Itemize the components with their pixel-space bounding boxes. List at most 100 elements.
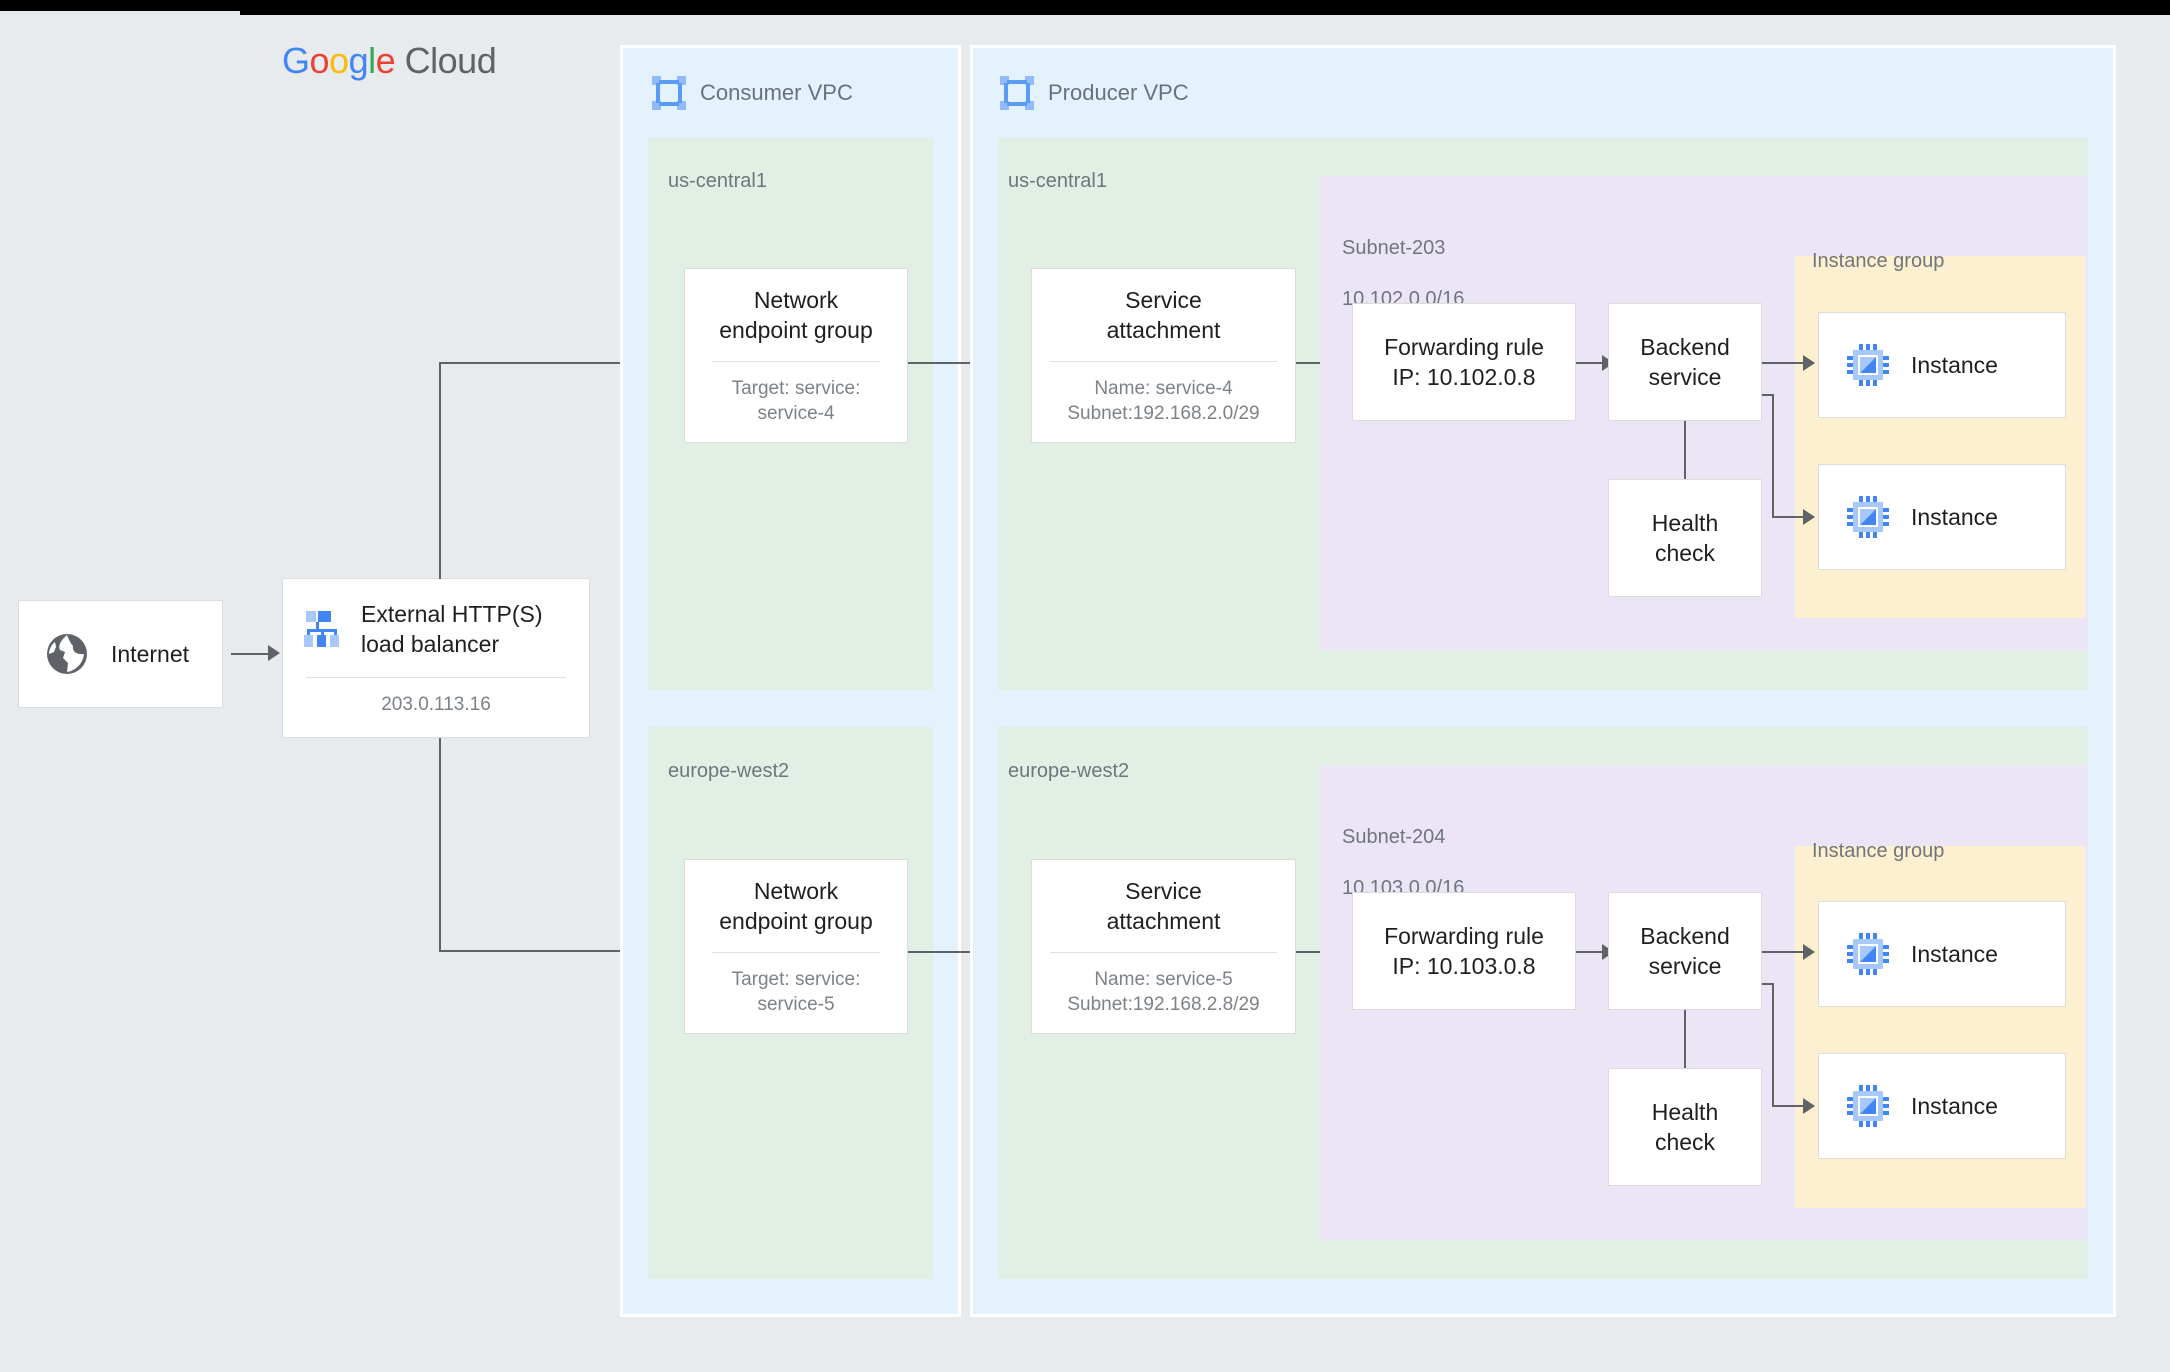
connector-fr1-to-bs1 [1576,362,1610,364]
instance-group-label-1: Instance group [1812,250,1945,272]
neg2-title-line1: Network [753,877,839,904]
connector-bs2-to-instance1 [1762,951,1814,953]
connector-bs1-to-instance2-horizontal [1772,516,1814,518]
connector-lb-down-vertical [439,738,441,951]
globe-icon [47,634,87,674]
consumer-region-label-2: europe-west2 [668,760,790,782]
top-black-bar-extension [240,0,2170,15]
sa1-title-line1: Service [1125,286,1202,313]
neg1-title-line1: Network [753,286,839,313]
sa2-title-line2: attachment [1106,907,1221,934]
connector-lb-up-vertical [439,363,441,579]
neg1-sub-line2: service-4 [757,403,835,425]
logo-letter-g1: G [282,40,310,81]
connector-internet-to-lb [231,653,269,655]
instance-label-2a: Instance [1911,940,1998,967]
instance-label-2b: Instance [1911,1092,1998,1119]
vpc-icon [652,76,686,110]
sa2-divider [1050,952,1277,954]
instance-cpu-icon [1847,496,1889,538]
lb-ip-address: 203.0.113.16 [381,694,491,716]
service-attachment-card-1[interactable]: Service attachment Name: service-4 Subne… [1031,268,1296,443]
producer-vpc-title: Producer VPC [1048,80,1189,105]
connector-lb-up-horizontal [439,362,661,364]
internet-label: Internet [111,640,189,667]
vpc-icon [1000,76,1034,110]
sa2-sub-line2: Subnet:192.168.2.8/29 [1067,994,1260,1016]
instance-card-2a[interactable]: Instance [1818,901,2066,1007]
load-balancer-icon [304,610,339,647]
arrowhead-bs1-to-instance2 [1803,509,1815,525]
logo-letter-o2: o [329,40,349,81]
subnet-203-name: Subnet-203 [1342,236,1446,259]
instance-card-1b[interactable]: Instance [1818,464,2066,570]
health-check-card-2[interactable]: Health check [1608,1068,1762,1186]
neg1-divider [711,361,881,363]
lb-title-line2: load balancer [361,630,500,657]
hc1-line1: Health [1651,509,1719,536]
fr1-line2: IP: 10.102.0.8 [1392,364,1536,390]
backend-service-card-1[interactable]: Backend service [1608,303,1762,421]
network-endpoint-group-card-1[interactable]: Network endpoint group Target: service: … [684,268,908,443]
logo-letter-o1: o [309,40,330,81]
instance-group-label-2: Instance group [1812,840,1945,862]
lb-divider [305,677,567,679]
google-cloud-logo: Google Cloud [282,40,497,82]
connector-fr2-to-bs2 [1576,951,1610,953]
producer-region-label-1: us-central1 [1008,170,1107,192]
instance-cpu-icon [1847,1085,1889,1127]
bs2-line2: service [1648,953,1722,979]
network-endpoint-group-card-2[interactable]: Network endpoint group Target: service: … [684,859,908,1034]
internet-card[interactable]: Internet [18,600,223,708]
consumer-region-label-1: us-central1 [668,170,767,192]
logo-letter-l: l [368,40,376,81]
instance-label-1b: Instance [1911,503,1998,530]
arrowhead-bs2-to-instance1 [1803,944,1815,960]
sa1-sub-line1: Name: service-4 [1094,378,1233,400]
forwarding-rule-card-2[interactable]: Forwarding rule IP: 10.103.0.8 [1352,892,1576,1010]
sa1-sub-line2: Subnet:192.168.2.0/29 [1067,403,1260,425]
neg1-sub-line1: Target: service: [731,378,861,400]
bs1-line2: service [1648,364,1722,390]
instance-cpu-icon [1847,933,1889,975]
instance-card-1a[interactable]: Instance [1818,312,2066,418]
logo-word-cloud [395,40,405,81]
health-check-card-1[interactable]: Health check [1608,479,1762,597]
sa2-title-line1: Service [1125,877,1202,904]
instance-cpu-icon [1847,344,1889,386]
producer-region-label-2: europe-west2 [1008,760,1130,782]
producer-vpc-header: Producer VPC [1000,76,1189,110]
sa2-sub-line1: Name: service-5 [1094,969,1233,991]
connector-bs2-to-instance2-top [1762,983,1774,985]
forwarding-rule-card-1[interactable]: Forwarding rule IP: 10.102.0.8 [1352,303,1576,421]
logo-letter-g2: g [348,40,369,81]
connector-neg1-to-sa1 [908,362,1011,364]
connector-bs2-to-hc2 [1684,1010,1686,1068]
backend-service-card-2[interactable]: Backend service [1608,892,1762,1010]
sa1-title-line2: attachment [1106,316,1221,343]
instance-card-2b[interactable]: Instance [1818,1053,2066,1159]
sa1-divider [1050,361,1277,363]
service-attachment-card-2[interactable]: Service attachment Name: service-5 Subne… [1031,859,1296,1034]
hc2-line2: check [1654,1129,1716,1155]
arrowhead-bs2-to-instance2 [1803,1098,1815,1114]
connector-lb-down-horizontal [439,950,661,952]
fr2-line1: Forwarding rule [1384,922,1544,949]
neg2-sub-line1: Target: service: [731,969,861,991]
logo-letter-e: e [375,40,396,81]
connector-bs1-to-instance2-top [1762,394,1774,396]
instance-label-1a: Instance [1911,351,1998,378]
lb-title-line1: External HTTP(S) [361,600,543,627]
bs2-line1: Backend [1640,922,1730,949]
external-http-load-balancer-card[interactable]: External HTTP(S) load balancer 203.0.113… [282,578,590,738]
subnet-204-name: Subnet-204 [1342,825,1446,848]
hc1-line2: check [1654,540,1716,566]
connector-bs1-to-instance2-vertical [1772,395,1774,517]
consumer-vpc-header: Consumer VPC [652,76,853,110]
neg2-sub-line2: service-5 [757,994,835,1016]
neg1-title-line2: endpoint group [719,316,873,343]
connector-bs2-to-instance2-vertical [1772,984,1774,1106]
connector-bs1-to-instance1 [1762,362,1814,364]
fr1-line1: Forwarding rule [1384,333,1544,360]
